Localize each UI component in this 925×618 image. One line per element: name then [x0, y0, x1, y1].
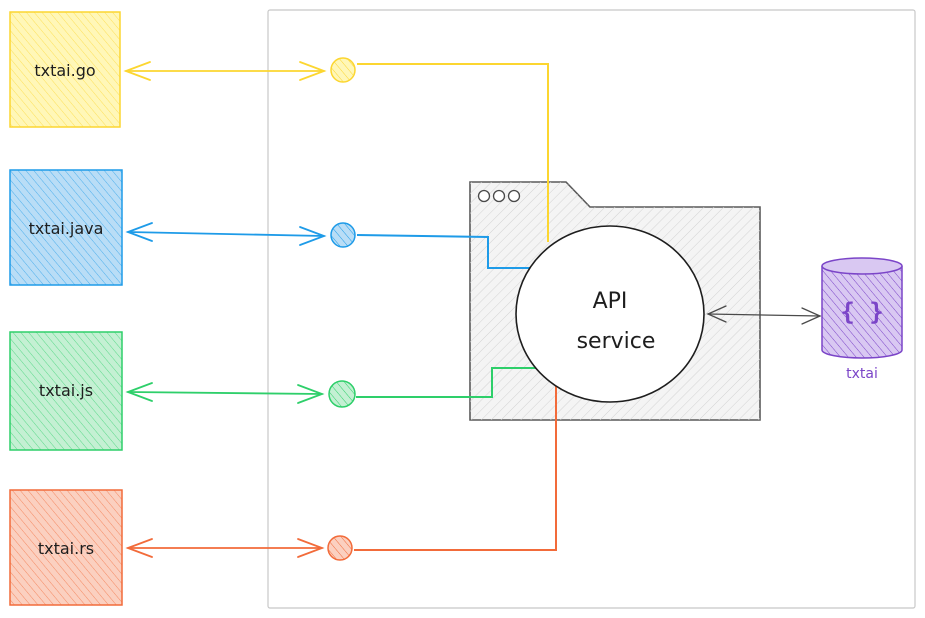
arrow-service-database	[706, 305, 822, 325]
system-boundary	[267, 9, 916, 609]
connector-node-go	[330, 57, 356, 83]
connector-line-java	[356, 234, 534, 269]
client-label-go: txtai.go	[34, 61, 95, 80]
api-service-label-line2: service	[577, 329, 656, 354]
arrow-rs	[125, 538, 325, 558]
connector-node-java	[330, 222, 356, 248]
client-label-js: txtai.js	[39, 381, 93, 400]
client-label-rs: txtai.rs	[38, 539, 94, 558]
client-box-js[interactable]: txtai.js	[9, 331, 123, 451]
connector-node-js	[328, 380, 356, 408]
client-box-rs[interactable]: txtai.rs	[9, 489, 123, 606]
connector-line-rs	[354, 380, 557, 551]
connector-line-go	[357, 63, 549, 242]
arrow-js	[125, 382, 325, 404]
arrow-java	[125, 222, 327, 246]
window-controls-icon	[477, 189, 521, 203]
database-label: txtai	[846, 366, 878, 382]
connector-line-js	[356, 367, 540, 398]
connector-node-rs	[327, 535, 353, 561]
json-braces-icon: { }	[840, 298, 883, 326]
arrow-go	[123, 61, 327, 81]
client-box-java[interactable]: txtai.java	[9, 169, 123, 286]
client-box-go[interactable]: txtai.go	[9, 11, 121, 128]
api-service-node[interactable]: API service	[515, 225, 705, 403]
client-label-java: txtai.java	[29, 219, 104, 238]
txtai-database[interactable]: { } txtai	[821, 257, 903, 382]
api-service-label-line1: API	[593, 289, 628, 314]
